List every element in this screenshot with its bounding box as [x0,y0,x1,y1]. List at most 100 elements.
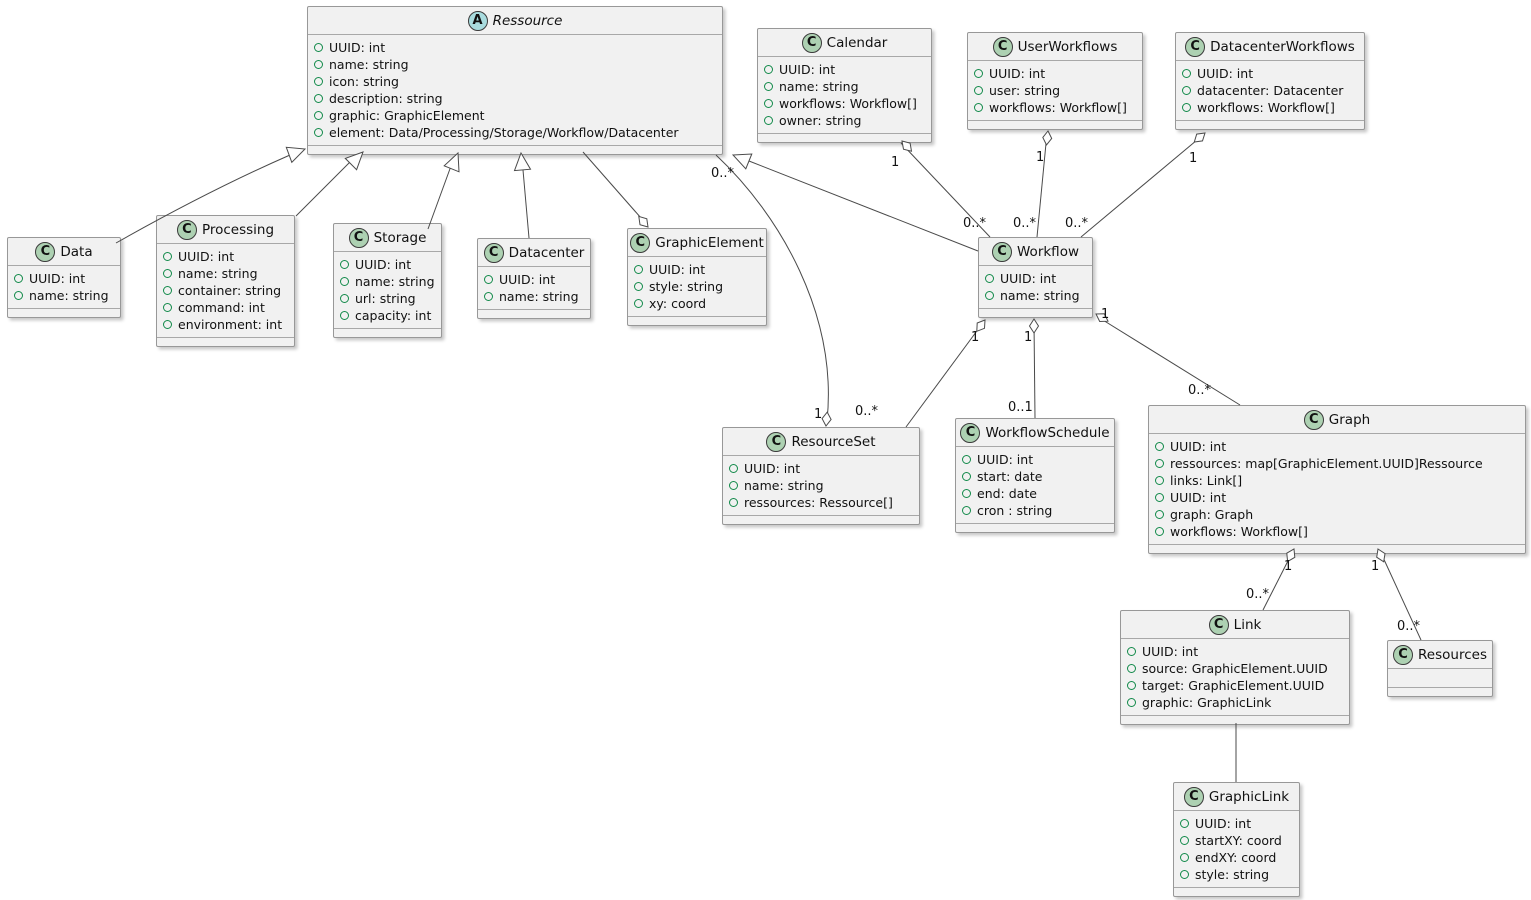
aggregation-diamond-icon [1028,318,1040,334]
multiplicity-label: 1 [891,155,899,170]
class-name: ResourceSet [791,433,876,450]
field-visibility-icon [314,77,323,86]
methods-compartment [723,515,919,524]
field-visibility-icon [764,116,773,125]
attribute-text: name: string [1000,288,1080,303]
field-visibility-icon [634,299,643,308]
field-visibility-icon [962,489,971,498]
field-visibility-icon [14,274,23,283]
class-name: Resources [1418,646,1487,663]
attribute-text: user: string [989,83,1061,98]
attribute-text: target: GraphicElement.UUID [1142,678,1325,693]
field-visibility-icon [314,94,323,103]
attribute-row: UUID: int [985,270,1086,287]
edge-datacenterworkflows-workflows [1080,134,1204,238]
attribute-text: UUID: int [1142,644,1199,659]
multiplicity-label: 0..* [855,404,879,419]
attribute-row: owner: string [764,112,925,129]
class-icon: C [1183,786,1204,807]
attribute-text: datacenter: Datacenter [1197,83,1344,98]
attribute-text: UUID: int [977,452,1034,467]
attribute-row: UUID: int [163,248,288,265]
aggregation-diamond-icon [1193,132,1206,143]
methods-compartment [956,523,1114,532]
attribute-text: element: Data/Processing/Storage/Workflo… [329,125,679,140]
attribute-text: command: int [178,300,265,315]
field-visibility-icon [163,286,172,295]
attribute-row: style: string [1180,866,1293,883]
attribute-text: UUID: int [499,272,556,287]
attribute-text: cron : string [977,503,1053,518]
field-visibility-icon [163,320,172,329]
field-visibility-icon [163,269,172,278]
attributes-compartment: UUID: int ressources: map[GraphicElement.… [1149,434,1525,544]
field-visibility-icon [962,506,971,515]
field-visibility-icon [729,498,738,507]
edge-userworkflows-workflows [1036,132,1048,238]
attribute-row: start: date [962,468,1108,485]
field-visibility-icon [1180,870,1189,879]
class-icon: C [483,242,504,263]
attributes-compartment: UUID: int name: string [979,266,1092,308]
multiplicity-label: 0..* [1013,216,1037,231]
attribute-text: links: Link[] [1170,473,1243,488]
edge-datacenter-extends-ressource [522,169,530,239]
attribute-text: ressources: map[GraphicElement.UUID]Ress… [1170,456,1483,471]
field-visibility-icon [1182,86,1191,95]
edge-calendar-workflows [900,142,991,238]
attribute-row: UUID: int [1180,815,1293,832]
attribute-text: url: string [355,291,416,306]
attribute-row: end: date [962,485,1108,502]
attribute-text: UUID: int [29,271,86,286]
attribute-row: UUID: int [314,39,716,56]
class-icon: C [992,241,1012,262]
aggregation-diamond-icon [821,411,832,427]
attribute-text: UUID: int [1170,439,1227,454]
attribute-text: style: string [649,279,724,294]
class-name: Storage [373,229,427,246]
field-visibility-icon [634,282,643,291]
field-visibility-icon [484,275,493,284]
class-name: GraphicElement [655,234,764,251]
attribute-row: graphic: GraphicElement [314,107,716,124]
edge-graph-resources [1380,552,1422,641]
field-visibility-icon [974,69,983,78]
attribute-row: style: string [634,278,760,295]
multiplicity-label: 0..* [1397,619,1421,634]
attribute-row: url: string [340,290,435,307]
attribute-text: UUID: int [1195,816,1252,831]
class-name: Workflow [1017,243,1079,260]
attribute-text: capacity: int [355,308,432,323]
attribute-row: UUID: int [962,451,1108,468]
inheritance-arrow-icon [513,151,532,172]
attribute-row: links: Link[] [1155,472,1519,489]
attribute-row: name: string [985,287,1086,304]
attribute-text: xy: coord [649,296,707,311]
abstract-class-icon: A [467,10,488,31]
attribute-text: UUID: int [1000,271,1057,286]
attribute-text: owner: string [779,113,862,128]
attribute-row: xy: coord [634,295,760,312]
